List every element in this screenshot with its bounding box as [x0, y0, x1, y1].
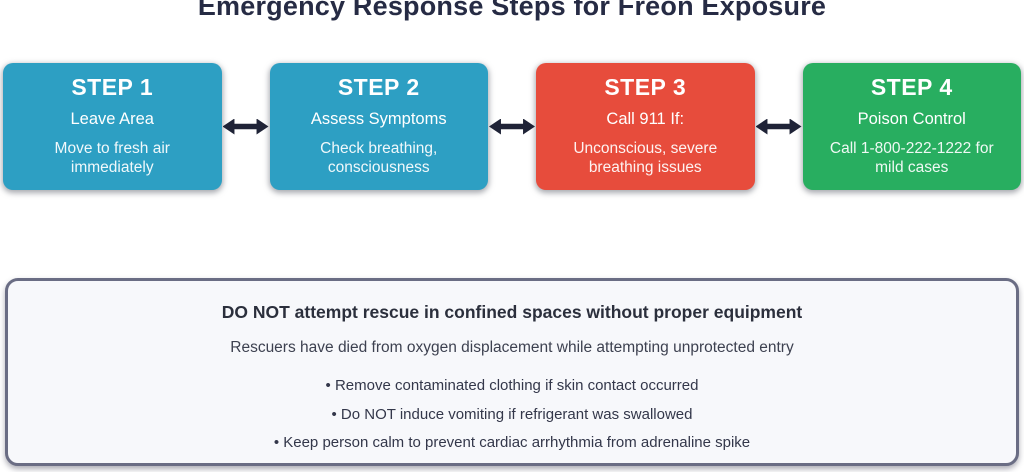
flow-arrow — [755, 63, 803, 190]
warning-bullet: • Remove contaminated clothing if skin c… — [325, 377, 699, 394]
step-description: Check breathing, consciousness — [320, 139, 438, 177]
warning-bullet: • Keep person calm to prevent cardiac ar… — [273, 434, 751, 451]
step-label: STEP 1 — [71, 73, 154, 100]
step-label: STEP 3 — [604, 73, 687, 100]
step-card-1: STEP 1 Leave Area Move to fresh air imme… — [3, 63, 222, 190]
warning-bullet: • Do NOT induce vomiting if refrigerant … — [331, 405, 693, 423]
warning-subheading: Rescuers have died from oxygen displacem… — [230, 339, 794, 356]
step-description: Unconscious, severe breathing issues — [573, 139, 718, 177]
step-name: Leave Area — [70, 109, 154, 128]
page-title: Emergency Response Steps for Freon Expos… — [197, 0, 827, 21]
flow-arrow — [222, 63, 270, 190]
step-card-3: STEP 3 Call 911 If: Unconscious, severe … — [536, 63, 755, 190]
warning-bullets: • Remove contaminated clothing if skin c… — [8, 377, 1016, 451]
step-name: Call 911 If: — [606, 109, 685, 128]
flow-arrow-icon — [489, 118, 535, 135]
step-name: Assess Symptoms — [310, 109, 447, 128]
step-card-2: STEP 2 Assess Symptoms Check breathing, … — [269, 63, 488, 190]
step-description: Call 1-800-222-1222 for mild cases — [829, 139, 994, 177]
warning-box: DO NOT attempt rescue in confined spaces… — [5, 278, 1019, 466]
flow-arrow — [488, 63, 536, 190]
step-label: STEP 2 — [337, 73, 420, 100]
warning-heading: DO NOT attempt rescue in confined spaces… — [221, 302, 803, 322]
flow-diagram: STEP 1 Leave Area Move to fresh air imme… — [3, 63, 1021, 190]
flow-arrow-icon — [755, 118, 802, 135]
flow-arrow-icon — [222, 118, 269, 135]
step-label: STEP 4 — [870, 73, 953, 100]
step-description: Move to fresh air immediately — [54, 139, 170, 177]
step-card-4: STEP 4 Poison Control Call 1-800-222-122… — [802, 63, 1021, 190]
step-name: Poison Control — [857, 109, 966, 128]
